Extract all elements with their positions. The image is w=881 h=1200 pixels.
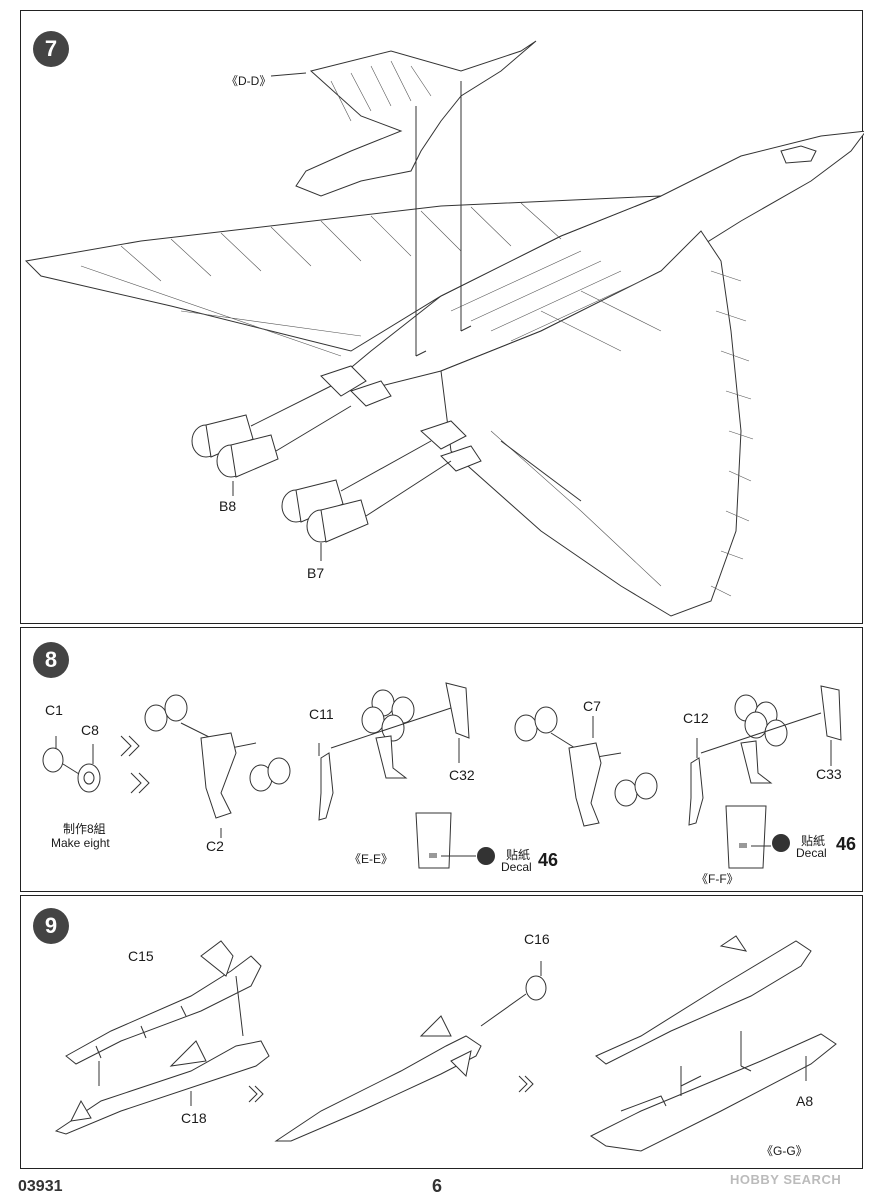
part-label-b7: B7 (307, 565, 325, 581)
product-code: 03931 (18, 1178, 63, 1195)
part-label-c11: C11 (309, 706, 334, 722)
part-label-c33: C33 (816, 766, 842, 782)
part-label-c7: C7 (583, 698, 601, 714)
part-label-c32: C32 (449, 767, 475, 783)
part-label-c16: C16 (524, 931, 550, 947)
view-label-dd: 《D-D》 (226, 74, 272, 88)
step-8-badge: 8 (33, 642, 69, 678)
part-label-c18: C18 (181, 1110, 207, 1126)
landing-gear-illustration (42, 682, 842, 869)
decal-number-1: 46 (538, 850, 559, 870)
view-label-gg: 《G-G》 (761, 1144, 808, 1158)
step-7-panel: 7 (20, 10, 864, 624)
step-7-badge: 7 (33, 31, 69, 67)
decal-en-1: Decal (501, 860, 532, 874)
decal-en-2: Decal (796, 846, 827, 860)
view-label-ff: 《F-F》 (696, 872, 739, 886)
decal-number-2: 46 (836, 834, 857, 854)
part-label-c1: C1 (45, 702, 63, 718)
part-label-c12: C12 (683, 710, 709, 726)
make-eight-en: Make eight (51, 836, 110, 850)
decal-cn-1: 贴紙 (506, 848, 531, 862)
view-label-ee: 《E-E》 (349, 852, 394, 866)
page-number: 6 (432, 1176, 443, 1196)
part-label-b8: B8 (219, 498, 237, 514)
watermark: HOBBY SEARCH (730, 1172, 842, 1187)
aircraft-illustration (24, 40, 864, 617)
step-8-panel: 8 (20, 627, 863, 892)
part-label-c15: C15 (128, 948, 154, 964)
step-9-badge: 9 (33, 908, 69, 944)
part-label-c8: C8 (81, 722, 99, 738)
missile-illustration (54, 935, 837, 1152)
decal-cn-2: 贴紙 (801, 834, 826, 848)
part-label-c2: C2 (206, 838, 224, 854)
part-label-a8: A8 (796, 1093, 814, 1109)
make-eight-cn: 制作8組 (63, 822, 106, 836)
step-9-panel: 9 C15 C18 C16 A8 《G-G》 (20, 895, 863, 1169)
